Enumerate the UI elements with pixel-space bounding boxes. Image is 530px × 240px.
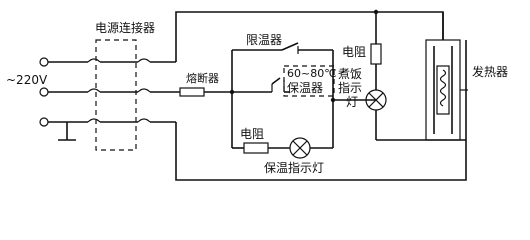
cook-lamp-label-2: 指示 bbox=[338, 81, 363, 95]
fuse-label: 熔断器 bbox=[186, 72, 219, 85]
warmer-box bbox=[283, 65, 335, 97]
resistor-bottom-label: 电阻 bbox=[240, 127, 265, 141]
limiter-switch bbox=[232, 42, 333, 54]
connector-label: 电源连接器 bbox=[95, 21, 156, 35]
resistor-bottom-symbol bbox=[243, 142, 269, 154]
resistor-top-label: 电阻 bbox=[342, 45, 367, 59]
connector-box bbox=[95, 39, 137, 151]
fuse-symbol bbox=[179, 87, 205, 97]
resistor-top-symbol bbox=[370, 43, 382, 65]
heater-symbol bbox=[425, 12, 468, 141]
limiter-label: 限温器 bbox=[246, 33, 283, 47]
temp-range-label: 60~80℃ bbox=[287, 67, 337, 80]
bottom-wire bbox=[175, 122, 467, 181]
terminal-row-3 bbox=[39, 117, 176, 127]
voltage-label: ~220V bbox=[6, 73, 48, 87]
terminal-row-2 bbox=[39, 87, 180, 97]
warm-lamp-symbol bbox=[289, 137, 311, 159]
heater-label: 发热器 bbox=[472, 65, 509, 79]
circuit-wiring bbox=[39, 9, 468, 181]
terminal-row-1 bbox=[39, 57, 176, 67]
warmer-label: 保温器 bbox=[287, 81, 324, 95]
top-wire bbox=[175, 11, 444, 62]
circuit-diagram: 电源连接器 ~220V 熔断器 限温器 60~80℃ 保温器 电阻 煮饭 指示 … bbox=[6, 9, 509, 181]
cook-lamp-label-3: 灯 bbox=[346, 95, 359, 109]
warmer-switch bbox=[232, 77, 290, 93]
warm-lamp-label: 保温指示灯 bbox=[264, 161, 325, 175]
cook-lamp-label-1: 煮饭 bbox=[338, 67, 363, 81]
ground-symbol bbox=[58, 122, 76, 141]
